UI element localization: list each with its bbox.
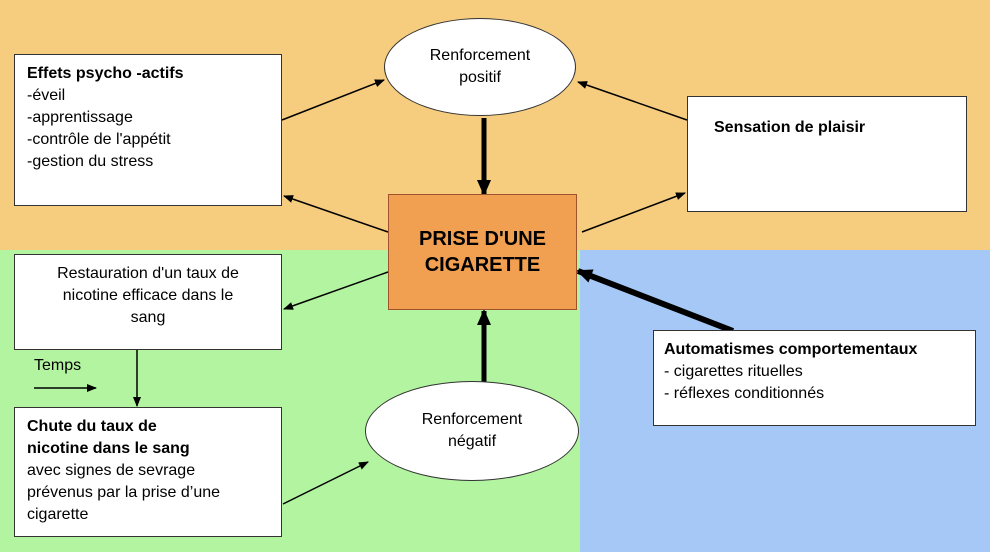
effects-item: -contrôle de l'appétit	[27, 131, 171, 148]
effects-item: -apprentissage	[27, 109, 133, 126]
drop-line: cigarette	[27, 506, 89, 523]
restoration-line: Restauration d'un taux de	[57, 265, 239, 282]
effects-item: -éveil	[27, 87, 66, 104]
automatisms-item: - cigarettes rituelles	[664, 363, 803, 380]
effects-item: -gestion du stress	[27, 153, 154, 170]
arrow-center-to-restoration	[283, 271, 389, 310]
drop-line: avec signes de sevrage	[27, 462, 196, 479]
arrow-automatisms-to-center	[576, 268, 735, 334]
nicotine-restoration-box: Restauration d'un taux de nicotine effic…	[14, 254, 282, 350]
drop-title-line: nicotine dans le sang	[27, 440, 190, 457]
arrow-center-to-effects	[283, 195, 389, 233]
center-line-2: CIGARETTE	[424, 254, 541, 276]
pleasure-sensation-box: Sensation de plaisir	[687, 96, 967, 212]
automatisms-title: Automatismes comportementaux	[664, 341, 918, 358]
pleasure-title: Sensation de plaisir	[714, 119, 866, 136]
positive-line-1: Renforcement	[429, 47, 531, 64]
negative-reinforcement-ellipse: Renforcement négatif	[365, 381, 579, 481]
nicotine-drop-box: Chute du taux de nicotine dans le sang a…	[14, 407, 282, 537]
take-cigarette-box: PRISE D'UNE CIGARETTE	[388, 194, 577, 310]
negative-line-1: Renforcement	[421, 411, 523, 428]
arrow-drop-to-negative	[282, 461, 369, 505]
drop-line: prévenus par la prise d’une	[27, 484, 221, 501]
arrow-effects-to-positive	[281, 79, 385, 121]
positive-line-2: positif	[459, 69, 501, 86]
arrow-center-to-pleasure	[581, 192, 686, 233]
effects-title: Effets psycho -actifs	[27, 65, 184, 82]
center-line-1: PRISE D'UNE	[418, 228, 546, 250]
automatisms-item: - réflexes conditionnés	[664, 385, 825, 402]
psychoactive-effects-box: Effets psycho -actifs -éveil -apprentiss…	[14, 54, 282, 206]
restoration-line: sang	[130, 309, 166, 326]
positive-reinforcement-ellipse: Renforcement positif	[384, 18, 576, 116]
arrow-pleasure-to-positive	[577, 81, 688, 121]
restoration-line: nicotine efficace dans le	[62, 287, 234, 304]
time-label: Temps	[34, 357, 82, 374]
drop-title-line: Chute du taux de	[27, 418, 157, 435]
negative-line-2: négatif	[447, 433, 497, 450]
behavioral-automatisms-box: Automatismes comportementaux - cigarette…	[653, 330, 976, 426]
